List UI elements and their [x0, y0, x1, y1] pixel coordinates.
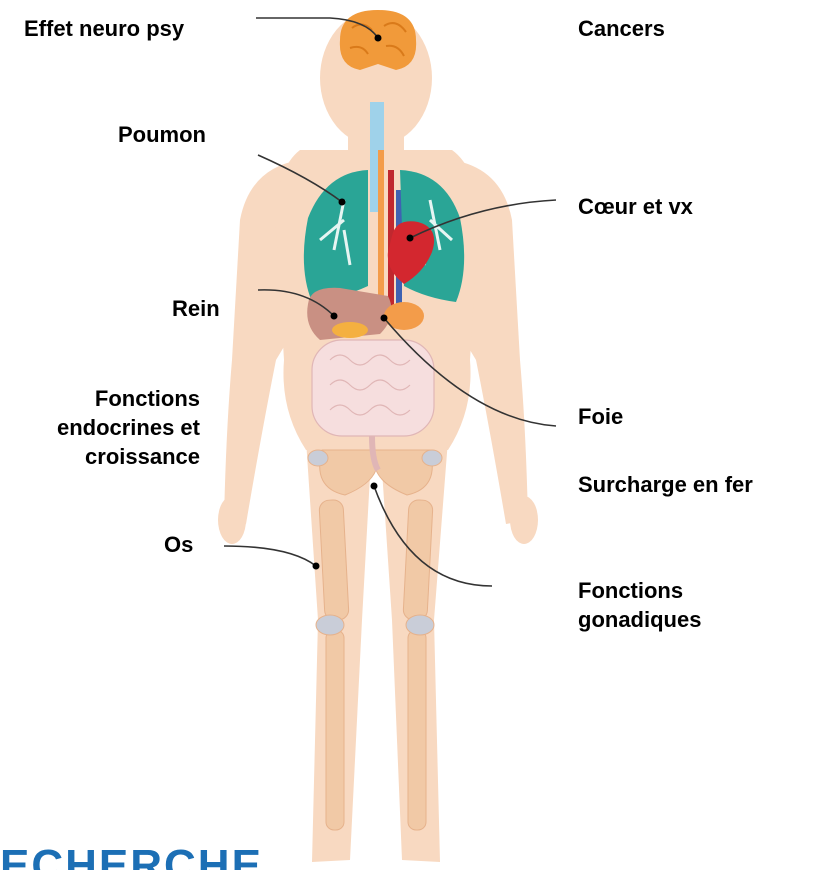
label-gonadiques-line1: Fonctions — [578, 576, 701, 605]
label-foie: Foie — [578, 402, 623, 431]
label-endocrine-line3: croissance — [20, 442, 200, 471]
label-neuro: Effet neuro psy — [24, 14, 184, 43]
skeleton — [308, 450, 442, 830]
label-endocrine-line1: Fonctions — [20, 384, 200, 413]
label-surcharge: Surcharge en fer — [578, 470, 753, 499]
watermark-text: ECHERCHE — [0, 848, 300, 870]
leader-os — [224, 546, 316, 566]
label-poumon: Poumon — [118, 120, 206, 149]
label-os: Os — [164, 530, 193, 559]
label-endocrine-line2: endocrines et — [20, 413, 200, 442]
label-gonadiques: Fonctions gonadiques — [578, 576, 701, 634]
watermark-letters: ECHERCHE — [0, 848, 263, 870]
label-cancers: Cancers — [578, 14, 665, 43]
label-gonadiques-line2: gonadiques — [578, 605, 701, 634]
label-coeur: Cœur et vx — [578, 192, 693, 221]
label-endocrine: Fonctions endocrines et croissance — [20, 384, 200, 471]
label-rein: Rein — [172, 294, 220, 323]
